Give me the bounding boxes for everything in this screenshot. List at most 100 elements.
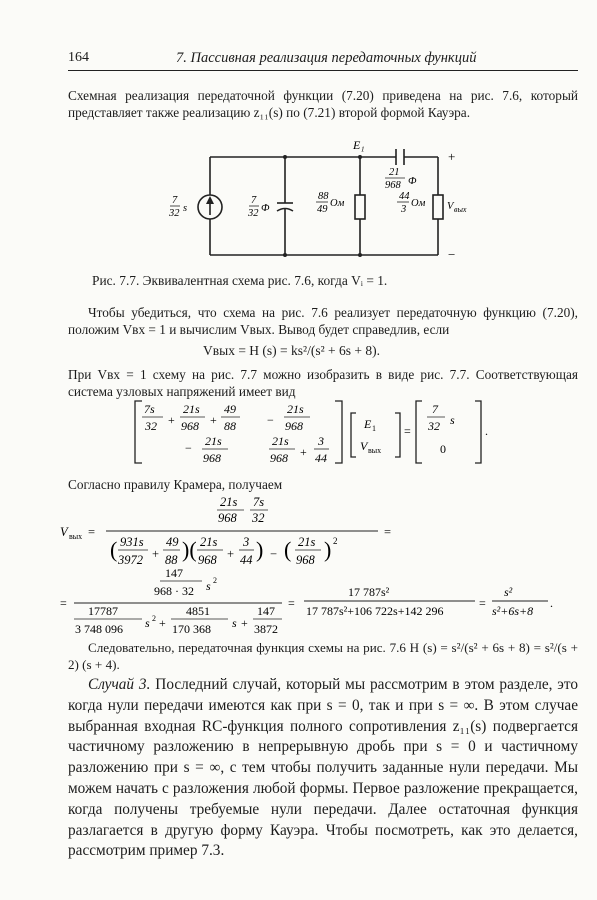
svg-text:=: = bbox=[60, 596, 67, 610]
svg-text:147: 147 bbox=[257, 604, 275, 618]
svg-text:931s: 931s bbox=[120, 535, 144, 549]
paragraph-verify: Чтобы убедиться, что схема на рис. 7.6 р… bbox=[68, 305, 578, 337]
svg-text:Ом: Ом bbox=[411, 198, 426, 209]
svg-text:)(: )( bbox=[182, 537, 197, 562]
svg-text:7: 7 bbox=[432, 402, 439, 416]
svg-text:3: 3 bbox=[317, 434, 324, 448]
svg-text:−: − bbox=[270, 547, 277, 561]
svg-text:968: 968 bbox=[270, 451, 288, 465]
svg-text:вых: вых bbox=[454, 205, 467, 214]
svg-text:−: − bbox=[267, 413, 274, 427]
svg-text:32: 32 bbox=[247, 208, 259, 219]
svg-text:+: + bbox=[241, 616, 248, 630]
plus-terminal: + bbox=[448, 149, 455, 164]
svg-text:49: 49 bbox=[224, 402, 236, 416]
svg-text:=: = bbox=[384, 525, 391, 539]
intro-paragraph: Схемная реализация передаточной функции … bbox=[68, 88, 578, 120]
svg-text:вых: вых bbox=[69, 532, 82, 541]
svg-text:2: 2 bbox=[333, 536, 338, 546]
svg-text:=: = bbox=[479, 596, 486, 610]
svg-text:2: 2 bbox=[213, 576, 217, 585]
svg-text:Ф: Ф bbox=[261, 203, 270, 214]
svg-text:44: 44 bbox=[399, 191, 410, 202]
svg-text:=: = bbox=[88, 525, 95, 539]
svg-text:17787: 17787 bbox=[88, 604, 118, 618]
svg-text:V: V bbox=[60, 525, 69, 539]
case3-text: Последний случай, который мы рассмотрим … bbox=[68, 676, 579, 860]
svg-text:3: 3 bbox=[400, 204, 406, 215]
svg-text:s: s bbox=[183, 203, 187, 214]
svg-text:32: 32 bbox=[144, 419, 157, 433]
svg-text:s: s bbox=[145, 616, 150, 630]
svg-text:88: 88 bbox=[318, 191, 329, 202]
paragraph-nodal: При Vвх = 1 схему на рис. 7.7 можно изоб… bbox=[68, 367, 578, 399]
svg-text:968: 968 bbox=[181, 419, 199, 433]
svg-text:3: 3 bbox=[242, 535, 249, 549]
svg-text:968: 968 bbox=[296, 553, 316, 567]
svg-text:3 748 096: 3 748 096 bbox=[75, 622, 123, 636]
svg-text:968: 968 bbox=[285, 419, 303, 433]
svg-text:s: s bbox=[450, 413, 455, 427]
svg-text:3872: 3872 bbox=[254, 622, 278, 636]
svg-text:7: 7 bbox=[172, 195, 178, 206]
svg-text:44: 44 bbox=[315, 451, 327, 465]
minus-terminal: − bbox=[448, 247, 455, 262]
paragraph-cramer: Согласно правилу Крамера, получаем bbox=[68, 477, 283, 492]
page-number: 164 bbox=[68, 50, 89, 65]
equation-transfer: Vвых = H (s) = ks²/(s² + 6s + 8). bbox=[203, 343, 380, 358]
svg-text:32: 32 bbox=[251, 511, 265, 525]
svg-text:32: 32 bbox=[427, 419, 440, 433]
svg-text:s²: s² bbox=[504, 585, 513, 599]
svg-text:V: V bbox=[447, 201, 455, 212]
svg-text:V: V bbox=[360, 439, 369, 453]
svg-text:7s: 7s bbox=[253, 495, 264, 509]
svg-text:32: 32 bbox=[168, 208, 180, 219]
svg-text:.: . bbox=[485, 424, 488, 438]
svg-text:968: 968 bbox=[385, 180, 402, 191]
svg-text:21s: 21s bbox=[220, 495, 238, 509]
svg-text:s: s bbox=[232, 616, 237, 630]
svg-text:Ом: Ом bbox=[330, 198, 345, 209]
svg-text:s²+6s+8: s²+6s+8 bbox=[492, 604, 533, 618]
svg-text:49: 49 bbox=[166, 535, 179, 549]
svg-text:88: 88 bbox=[224, 419, 236, 433]
svg-text:21s: 21s bbox=[183, 402, 200, 416]
svg-text:=: = bbox=[404, 424, 411, 438]
case3-heading: Случай 3. bbox=[88, 676, 151, 693]
svg-text:968 · 32: 968 · 32 bbox=[154, 584, 194, 598]
paragraph-case3: Случай 3. Последний случай, который мы р… bbox=[68, 675, 578, 862]
svg-text:7: 7 bbox=[251, 195, 257, 206]
svg-text:21: 21 bbox=[389, 167, 400, 178]
svg-text:21s: 21s bbox=[287, 402, 304, 416]
paragraph-conclusion: Следовательно, передаточная функция схем… bbox=[68, 640, 578, 672]
svg-text:49: 49 bbox=[317, 204, 328, 215]
svg-text:17 787s²+106 722s+142 296: 17 787s²+106 722s+142 296 bbox=[306, 604, 443, 618]
svg-text:(: ( bbox=[284, 537, 291, 562]
chapter-title: 7. Пассивная реализация передаточных фун… bbox=[176, 50, 477, 66]
svg-text:+: + bbox=[227, 547, 234, 561]
running-header: 164 7. Пассивная реализация передаточных… bbox=[68, 48, 578, 71]
svg-text:+: + bbox=[210, 413, 217, 427]
svg-text:968: 968 bbox=[198, 553, 218, 567]
svg-text:Ф: Ф bbox=[408, 176, 417, 187]
svg-text:0: 0 bbox=[440, 442, 446, 456]
svg-text:+: + bbox=[300, 445, 307, 459]
svg-text:=: = bbox=[288, 596, 295, 610]
svg-text:.: . bbox=[550, 596, 553, 610]
svg-text:21s: 21s bbox=[205, 434, 222, 448]
svg-text:2: 2 bbox=[152, 614, 156, 623]
svg-text:17 787s²: 17 787s² bbox=[348, 585, 390, 599]
svg-text:вых: вых bbox=[368, 446, 381, 455]
svg-text:88: 88 bbox=[165, 553, 178, 567]
node-e1-label: E₁ bbox=[352, 138, 365, 152]
svg-text:+: + bbox=[159, 616, 166, 630]
svg-text:7s: 7s bbox=[144, 402, 155, 416]
figure-caption: Рис. 7.7. Эквивалентная схема рис. 7.6, … bbox=[92, 273, 388, 288]
svg-text:−: − bbox=[185, 441, 192, 455]
svg-text:44: 44 bbox=[240, 553, 253, 567]
svg-text:147: 147 bbox=[165, 566, 183, 580]
